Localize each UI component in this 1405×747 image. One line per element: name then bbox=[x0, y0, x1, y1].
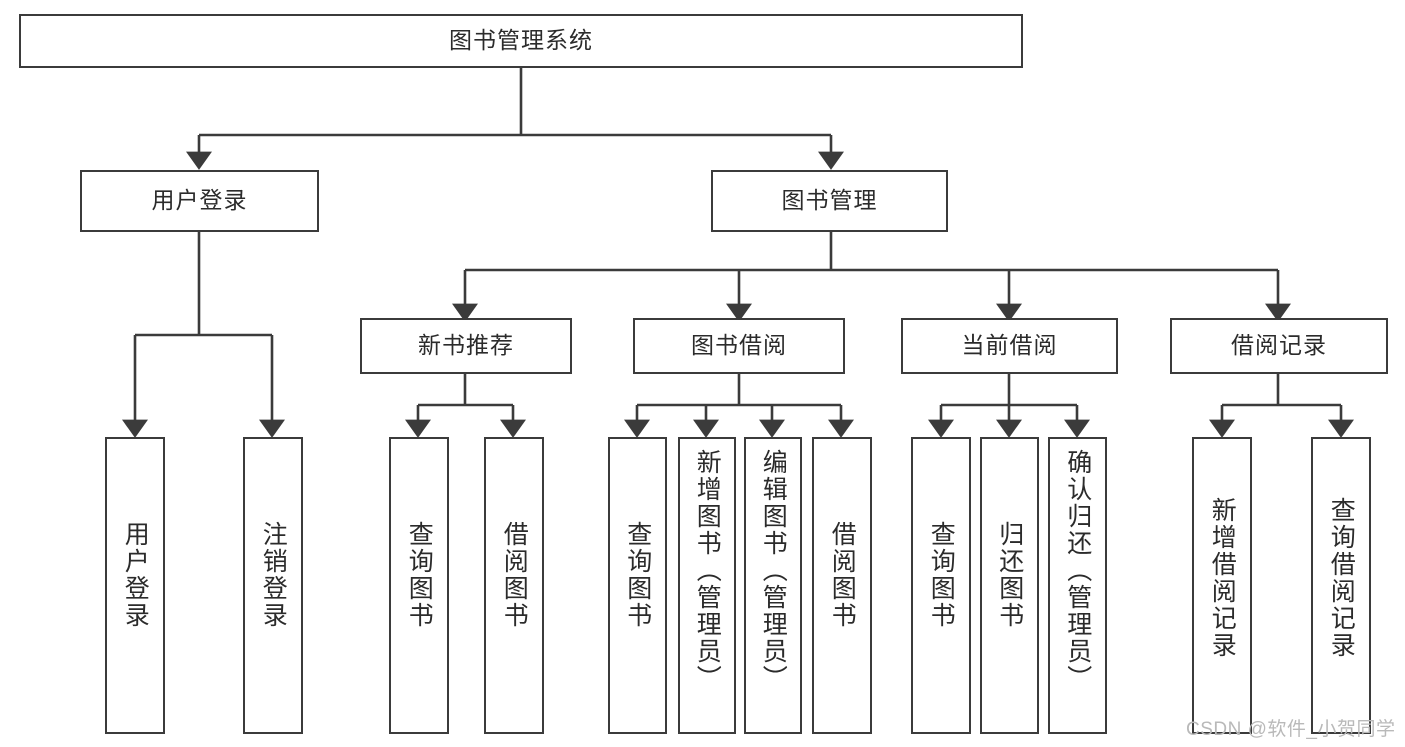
node-label: 注销登录 bbox=[259, 521, 288, 629]
node-label: 用户登录 bbox=[151, 187, 248, 214]
node-label: 编辑图书（管理员） bbox=[759, 449, 788, 692]
node-label: 图书管理 bbox=[781, 187, 878, 214]
node-label: 新增图书（管理员） bbox=[693, 449, 722, 692]
node-leaf-confirm-return[interactable]: 确认归还（管理员） bbox=[1048, 437, 1107, 734]
node-label: 确认归还（管理员） bbox=[1063, 449, 1092, 692]
node-label: 图书管理系统 bbox=[449, 27, 593, 54]
node-leaf-user-login[interactable]: 用户登录 bbox=[105, 437, 165, 734]
node-label: 查询图书 bbox=[927, 521, 956, 629]
node-leaf-edit-book[interactable]: 编辑图书（管理员） bbox=[744, 437, 802, 734]
node-label: 归还图书 bbox=[995, 521, 1024, 629]
node-root-book-management-system[interactable]: 图书管理系统 bbox=[19, 14, 1023, 68]
node-leaf-logout-login[interactable]: 注销登录 bbox=[243, 437, 303, 734]
node-book-borrow[interactable]: 图书借阅 bbox=[633, 318, 845, 374]
node-leaf-query-record[interactable]: 查询借阅记录 bbox=[1311, 437, 1371, 734]
node-leaf-query-book-3[interactable]: 查询图书 bbox=[911, 437, 971, 734]
node-current-borrow[interactable]: 当前借阅 bbox=[901, 318, 1118, 374]
node-label: 借阅图书 bbox=[828, 521, 857, 629]
node-label: 借阅图书 bbox=[500, 521, 529, 629]
node-label: 查询借阅记录 bbox=[1327, 497, 1356, 659]
node-label: 用户登录 bbox=[121, 521, 150, 629]
node-leaf-query-book-2[interactable]: 查询图书 bbox=[608, 437, 667, 734]
node-label: 查询图书 bbox=[405, 521, 434, 629]
node-label: 借阅记录 bbox=[1231, 332, 1327, 359]
node-book-manage[interactable]: 图书管理 bbox=[711, 170, 948, 232]
node-label: 图书借阅 bbox=[691, 332, 787, 359]
node-leaf-borrow-book-2[interactable]: 借阅图书 bbox=[812, 437, 872, 734]
node-leaf-query-book-1[interactable]: 查询图书 bbox=[389, 437, 449, 734]
node-label: 查询图书 bbox=[623, 521, 652, 629]
node-leaf-add-record[interactable]: 新增借阅记录 bbox=[1192, 437, 1252, 734]
node-new-book-recommend[interactable]: 新书推荐 bbox=[360, 318, 572, 374]
csdn-watermark: CSDN @软件_小贺同学 bbox=[1186, 719, 1396, 740]
node-label: 新增借阅记录 bbox=[1208, 497, 1237, 659]
node-label: 当前借阅 bbox=[961, 332, 1058, 359]
node-borrow-record[interactable]: 借阅记录 bbox=[1170, 318, 1388, 374]
node-label: 新书推荐 bbox=[418, 332, 514, 359]
node-leaf-return-book[interactable]: 归还图书 bbox=[980, 437, 1039, 734]
node-leaf-borrow-book-1[interactable]: 借阅图书 bbox=[484, 437, 544, 734]
node-leaf-add-book[interactable]: 新增图书（管理员） bbox=[678, 437, 736, 734]
node-user-login[interactable]: 用户登录 bbox=[80, 170, 319, 232]
